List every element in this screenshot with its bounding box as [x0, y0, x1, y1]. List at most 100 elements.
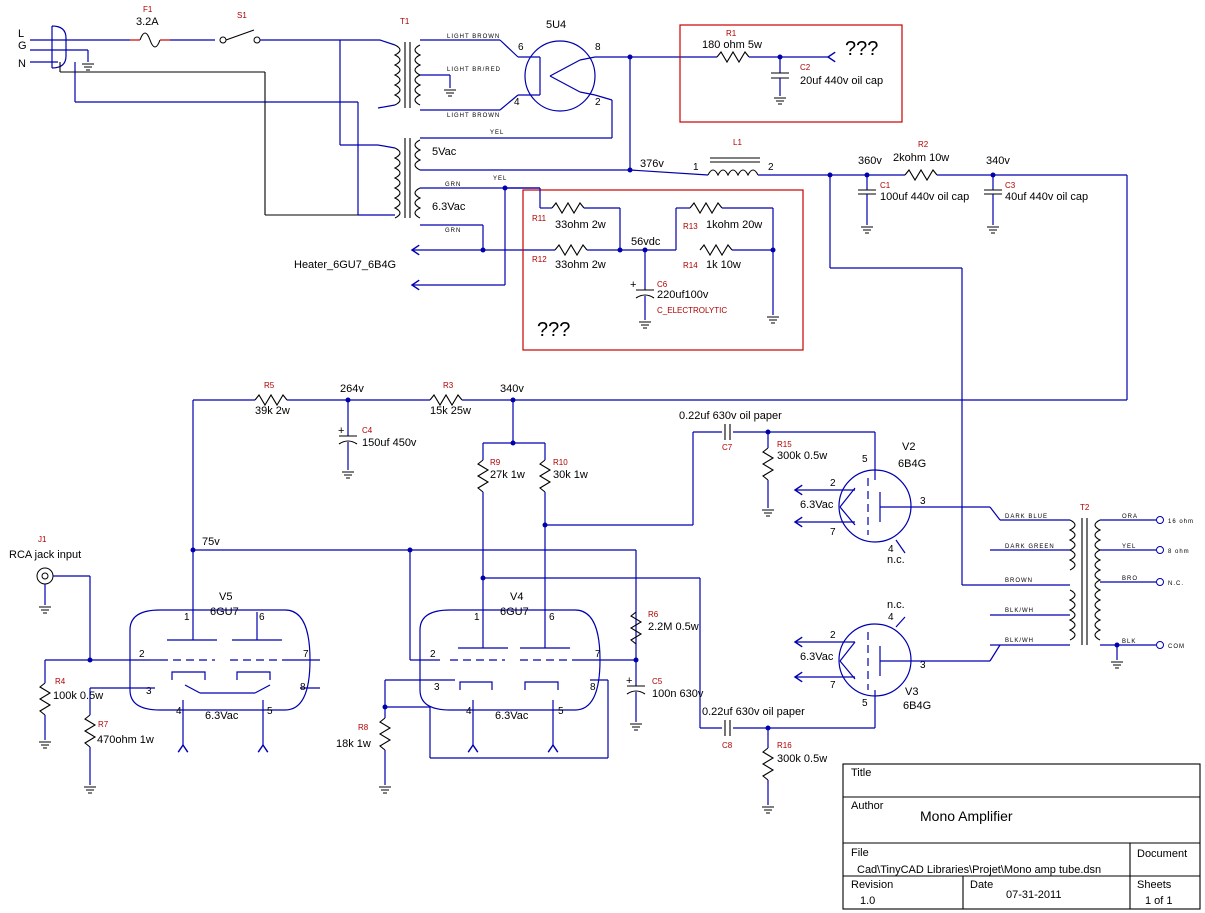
c8-ref: C8: [722, 741, 733, 750]
t1-wire-grn2: GRN: [445, 228, 461, 234]
r13-ref: R13: [683, 222, 698, 231]
c3-ref: C3: [1005, 181, 1016, 190]
mains-plug: [30, 25, 67, 69]
t2-out-4: BLK: [1122, 639, 1136, 645]
t2-wire-1: DARK BLUE: [1005, 514, 1048, 520]
r4-ref: R4: [55, 677, 66, 686]
c5-value: 100n 630v: [652, 688, 704, 700]
r11-value: 33ohm 2w: [555, 219, 606, 231]
voltage-56vdc: 56vdc: [631, 236, 661, 248]
v2-pin7: 7: [830, 527, 836, 538]
output-terminal-nc[interactable]: [1156, 578, 1164, 586]
u5u4-pin4: 4: [514, 97, 520, 108]
voltage-360: 360v: [858, 155, 882, 167]
r15-value: 300k 0.5w: [777, 450, 827, 462]
v5-heater-label: 6.3Vac: [205, 710, 239, 722]
v2-pin3: 3: [920, 496, 926, 507]
v4-pin8: 8: [590, 682, 596, 693]
t2-out-3: BRO: [1122, 576, 1138, 582]
v4-pin1: 1: [474, 612, 480, 623]
voltage-376: 376v: [640, 158, 664, 170]
r5-ref: R5: [264, 381, 275, 390]
v4-pin2: 2: [430, 649, 436, 660]
c6-ref: C6: [657, 280, 668, 289]
t1-5vac: 5Vac: [432, 146, 457, 158]
heater-label: Heater_6GU7_6B4G: [294, 259, 396, 271]
v4-pin6: 6: [549, 612, 555, 623]
t2-tap-nc: N.C.: [1168, 581, 1184, 587]
u5u4-pin2: 2: [595, 97, 601, 108]
r9-value: 27k 1w: [490, 469, 525, 481]
v5-pin2: 2: [139, 649, 145, 660]
r6-value: 2.2M 0.5w: [648, 621, 699, 633]
v3-type: 6B4G: [903, 700, 931, 712]
output-terminal-8[interactable]: [1156, 546, 1164, 554]
c7-value: 0.22uf 630v oil paper: [679, 410, 782, 422]
red-box-1: [679, 24, 903, 123]
date-label: Date: [970, 879, 993, 891]
r14-ref: R14: [683, 261, 698, 270]
output-terminal-16[interactable]: [1156, 516, 1164, 524]
c5-plus: +: [626, 675, 632, 687]
t1-wire-yel1: YEL: [490, 130, 504, 136]
r15-ref: R15: [777, 440, 792, 449]
t1-ref: T1: [400, 17, 410, 26]
v3-pin3: 3: [920, 660, 926, 671]
t1-wire-grn1: GRN: [445, 182, 461, 188]
c2-value: 20uf 440v oil cap: [800, 75, 883, 87]
question-mark-1: ???: [845, 38, 878, 60]
resistor-r6: [629, 611, 643, 645]
r12-ref: R12: [532, 255, 547, 264]
t2-out-2: YEL: [1122, 544, 1136, 550]
resistor-r1: [716, 50, 750, 64]
v3-pin7: 7: [830, 680, 836, 691]
resistor-r14: [699, 243, 733, 257]
v5-pin1: 1: [184, 612, 190, 623]
file-value: Cad\TinyCAD Libraries\Projet\Mono amp tu…: [857, 864, 1101, 876]
c1-value: 100uf 440v oil cap: [880, 191, 969, 203]
l1-pin1: 1: [693, 162, 699, 173]
voltage-340-top: 340v: [986, 155, 1010, 167]
v3-nc-label: n.c.: [887, 599, 905, 611]
r16-ref: R16: [777, 741, 792, 750]
r5-value: 39k 2w: [255, 405, 290, 417]
v2-heater-label: 6.3Vac: [800, 499, 834, 511]
r2-value: 2kohm 10w: [893, 152, 949, 164]
r10-value: 30k 1w: [553, 469, 588, 481]
c6-value: 220uf100v: [657, 289, 709, 301]
c7-ref: C7: [722, 443, 733, 452]
c1-ref: C1: [880, 181, 891, 190]
r12-value: 33ohm 2w: [555, 259, 606, 271]
output-terminal-com[interactable]: [1156, 641, 1164, 649]
sheets-value: 1 of 1: [1145, 895, 1173, 907]
s1-ref: S1: [237, 11, 247, 20]
f1-value: 3.2A: [136, 16, 159, 28]
r4-value: 100k 0.5w: [53, 690, 103, 702]
voltage-75: 75v: [202, 536, 220, 548]
resistor-r11: [551, 201, 585, 215]
j1-value: RCA jack input: [9, 549, 81, 561]
rca-jack-j1[interactable]: [36, 567, 54, 585]
r7-value: 470ohm 1w: [97, 734, 154, 746]
c5-ref: C5: [652, 677, 663, 686]
c4-plus: +: [338, 425, 344, 437]
v5-pin5: 5: [267, 706, 273, 717]
ground-symbol: [81, 63, 95, 71]
t2-wire-5: BLK/WH: [1005, 638, 1034, 644]
v2-pin2: 2: [830, 478, 836, 489]
v3-pin2: 2: [830, 630, 836, 641]
v3-pin5: 5: [862, 698, 868, 709]
c4-value: 150uf 450v: [362, 437, 417, 449]
r9-ref: R9: [490, 458, 501, 467]
resistor-r12: [554, 243, 588, 257]
v5-type: 6GU7: [210, 606, 239, 618]
resistor-r3: [429, 393, 463, 407]
r8-ref: R8: [358, 723, 369, 732]
u5u4-pin8: 8: [595, 42, 601, 53]
v4-pin5: 5: [558, 706, 564, 717]
t2-out-1: ORA: [1122, 514, 1138, 520]
v2-pin5: 5: [862, 454, 868, 465]
r14-value: 1k 10w: [706, 259, 741, 271]
v2-ref: V2: [902, 441, 915, 453]
r6-ref: R6: [648, 610, 659, 619]
